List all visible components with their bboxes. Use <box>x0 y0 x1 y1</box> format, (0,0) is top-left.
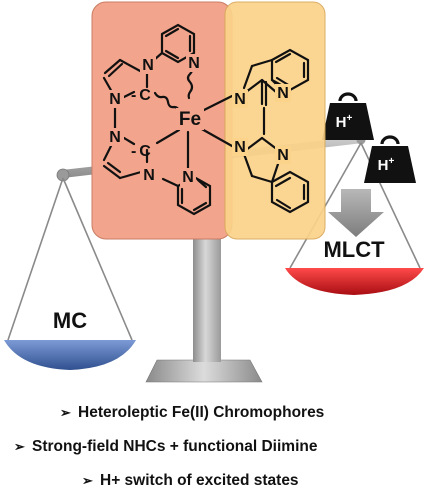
right-pan <box>285 268 424 295</box>
down-arrow <box>328 189 384 237</box>
weight-label: H <box>336 114 347 131</box>
atom-n: N <box>143 167 155 184</box>
bullet-marker: ➢ <box>14 439 25 454</box>
svg-text:-: - <box>131 87 136 104</box>
atom-n: N <box>277 147 289 164</box>
bullet-marker: ➢ <box>60 405 71 420</box>
left-beam-knob <box>56 168 70 182</box>
left-string <box>62 177 133 341</box>
svg-text:H+: H+ <box>336 113 353 131</box>
bullet-text: Heteroleptic Fe(II) Chromophores <box>78 404 325 421</box>
left-string <box>7 177 64 341</box>
balance-diagram: H+ H+ MC MLCT <box>4 1 424 383</box>
weight-charge: + <box>347 113 353 124</box>
atom-n: N <box>142 57 154 74</box>
bullet-marker: ➢ <box>82 473 93 488</box>
proton-weight: H+ <box>364 135 416 183</box>
atom-n: N <box>234 91 246 108</box>
atom-n: N <box>182 169 194 186</box>
bullet-item: ➢ H+ switch of excited states <box>82 472 299 490</box>
atom-n: N <box>234 139 246 156</box>
bullet-text: Strong-field NHCs + functional Diimine <box>32 438 318 455</box>
bullet-text: H+ switch of excited states <box>100 472 299 489</box>
molecule-bonds <box>102 23 310 216</box>
stand-base <box>145 359 263 383</box>
weight-label: H <box>378 157 389 174</box>
bullet-item: ➢ Heteroleptic Fe(II) Chromophores <box>60 404 324 422</box>
right-pan-label: MLCT <box>323 237 385 262</box>
svg-text:H+: H+ <box>378 156 395 174</box>
atom-n: N <box>109 91 121 108</box>
atom-n: N <box>109 129 121 146</box>
atom-c: C <box>139 143 151 160</box>
atom-fe: Fe <box>179 109 201 130</box>
atom-c: C <box>139 87 151 104</box>
stand-column <box>193 232 221 362</box>
diimine-panel <box>224 1 326 240</box>
left-pan-label: MC <box>53 308 87 333</box>
proton-weight: H+ <box>322 92 374 140</box>
atom-labels: N N N C - Fe N C - N N N N N N <box>106 54 291 186</box>
bullet-item: ➢ Strong-field NHCs + functional Diimine <box>14 438 317 456</box>
svg-text:-: - <box>131 143 136 160</box>
atom-n: N <box>188 55 200 72</box>
weight-charge: + <box>389 156 395 167</box>
left-pan <box>4 340 136 370</box>
atom-n: N <box>277 85 289 102</box>
